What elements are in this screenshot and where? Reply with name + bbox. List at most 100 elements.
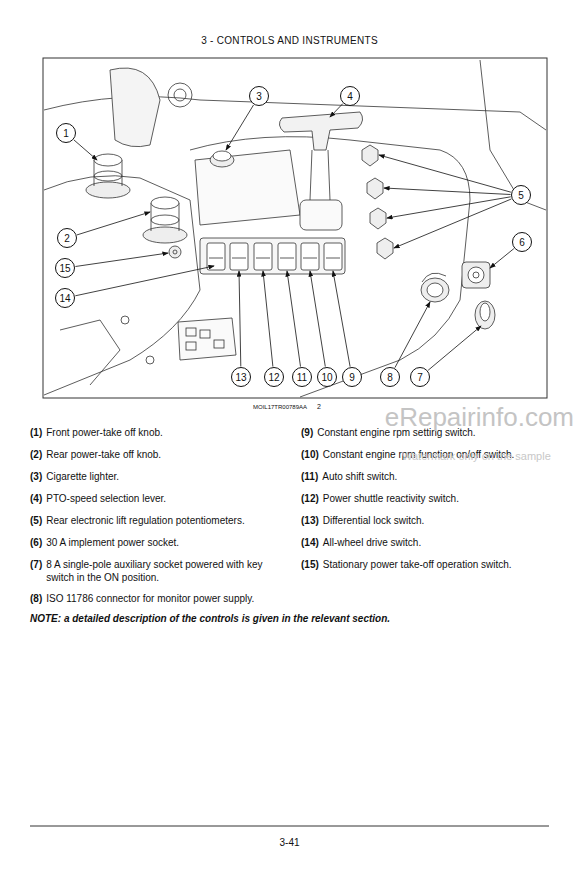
- item-description: Auto shift switch.: [322, 470, 549, 483]
- callout-number: 10: [321, 372, 332, 383]
- item-number: (14): [301, 536, 319, 549]
- leader-line: [379, 155, 511, 192]
- callout-circle: 9: [342, 367, 362, 387]
- pto-speed-lever: [279, 112, 362, 230]
- callout-circle: 8: [380, 367, 400, 387]
- item-number: (6): [30, 536, 42, 549]
- lower-panel: [60, 320, 120, 385]
- iso-connector: [421, 273, 449, 302]
- leader-line: [333, 271, 350, 367]
- figure-code: MOIL17TR00789AA: [253, 403, 307, 411]
- item-number: (4): [30, 492, 42, 505]
- implement-socket: [462, 262, 490, 288]
- item-description: Power shuttle reactivity switch.: [323, 492, 549, 505]
- item-number: (2): [30, 448, 42, 461]
- leader-line: [287, 271, 301, 367]
- callout-number: 5: [518, 190, 524, 201]
- item-description: Front power-take off knob.: [46, 426, 282, 439]
- callout-number: 6: [519, 237, 525, 248]
- callout-number: 1: [63, 128, 69, 139]
- footer-rule: [30, 826, 549, 827]
- item-number: (9): [301, 426, 313, 439]
- leader-line: [387, 197, 511, 218]
- leader-line: [310, 271, 325, 367]
- item-number: (12): [301, 492, 319, 505]
- item-description: Stationary power take-off operation swit…: [323, 558, 549, 571]
- cigarette-lighter: [210, 151, 234, 167]
- page-number: 3-41: [0, 836, 579, 849]
- item-description: All-wheel drive switch.: [323, 536, 549, 549]
- page-header: 3 - CONTROLS AND INSTRUMENTS: [0, 34, 579, 47]
- callout-circle: 6: [512, 232, 532, 252]
- auxiliary-socket: [475, 301, 495, 329]
- watermark: eRepairinfo.com: [385, 402, 574, 432]
- callout-circle: 12: [264, 367, 284, 387]
- figure-number: 2: [317, 402, 321, 411]
- stationary-pto-switch: [169, 246, 181, 258]
- rear-knob: [168, 83, 192, 107]
- item-description: PTO-speed selection lever.: [46, 492, 282, 505]
- callout-circle: 10: [317, 367, 337, 387]
- callout-circle: 3: [249, 86, 269, 106]
- lift-potentiometers: [362, 145, 393, 259]
- callout-circle: 15: [55, 258, 75, 278]
- callout-number: 13: [235, 372, 246, 383]
- callout-number: 12: [268, 372, 279, 383]
- item-description: 30 A implement power socket.: [46, 536, 282, 549]
- console-side: [44, 176, 200, 395]
- callout-number: 3: [256, 91, 262, 102]
- callout-circle: 2: [57, 228, 77, 248]
- callout-number: 9: [349, 372, 355, 383]
- leader-line: [384, 188, 511, 195]
- item-number: (1): [30, 426, 42, 439]
- leader-line: [74, 140, 97, 160]
- item-number: (15): [301, 558, 319, 571]
- callout-circle: 13: [231, 367, 251, 387]
- item-number: (8): [30, 592, 42, 605]
- leader-line: [226, 105, 254, 150]
- callout-circle: 5: [511, 185, 531, 205]
- callout-number: 8: [387, 372, 393, 383]
- item-description: Rear electronic lift regulation potentio…: [46, 514, 282, 527]
- rocker-switch-panel: [200, 238, 345, 274]
- item-number: (10): [301, 448, 319, 461]
- leader-line: [75, 253, 168, 267]
- leader-line: [394, 199, 511, 248]
- callout-number: 7: [417, 372, 423, 383]
- item-number: (7): [30, 558, 42, 571]
- item-description: ISO 11786 connector for monitor power su…: [46, 592, 282, 605]
- leader-line: [263, 271, 273, 367]
- callout-number: 11: [297, 372, 307, 383]
- front-pto-knob: [86, 154, 130, 198]
- callout-circle: 1: [56, 123, 76, 143]
- callout-circle: 11: [292, 367, 312, 387]
- watermark: Watermark only on the sample: [402, 450, 551, 463]
- leader-line: [239, 271, 241, 367]
- note: NOTE: a detailed description of the cont…: [30, 612, 550, 625]
- item-number: (13): [301, 514, 319, 527]
- callout-circle: 7: [410, 367, 430, 387]
- callout-number: 4: [347, 91, 353, 102]
- figure-frame: [43, 58, 547, 398]
- leader-line: [77, 212, 150, 235]
- callout-number: 14: [59, 293, 70, 304]
- armrest: [480, 60, 546, 210]
- item-number: (11): [301, 470, 318, 483]
- item-description: Cigarette lighter.: [46, 470, 282, 483]
- leader-line: [428, 326, 481, 370]
- callout-number: 15: [59, 263, 70, 274]
- item-description: 8 A single-pole auxiliary socket powered…: [46, 558, 282, 584]
- rear-pto-knob: [143, 197, 187, 243]
- callout-number: 2: [64, 233, 70, 244]
- leader-line: [330, 104, 343, 117]
- leader-line: [490, 249, 514, 268]
- decal: [178, 318, 236, 360]
- console-top: [190, 137, 470, 397]
- callout-circle: 4: [340, 86, 360, 106]
- item-description: Rear power-take off knob.: [46, 448, 282, 461]
- item-number: (3): [30, 470, 42, 483]
- seat-arm: [110, 68, 160, 147]
- leader-line: [75, 266, 214, 296]
- item-number: (5): [30, 514, 42, 527]
- callout-circle: 14: [55, 288, 75, 308]
